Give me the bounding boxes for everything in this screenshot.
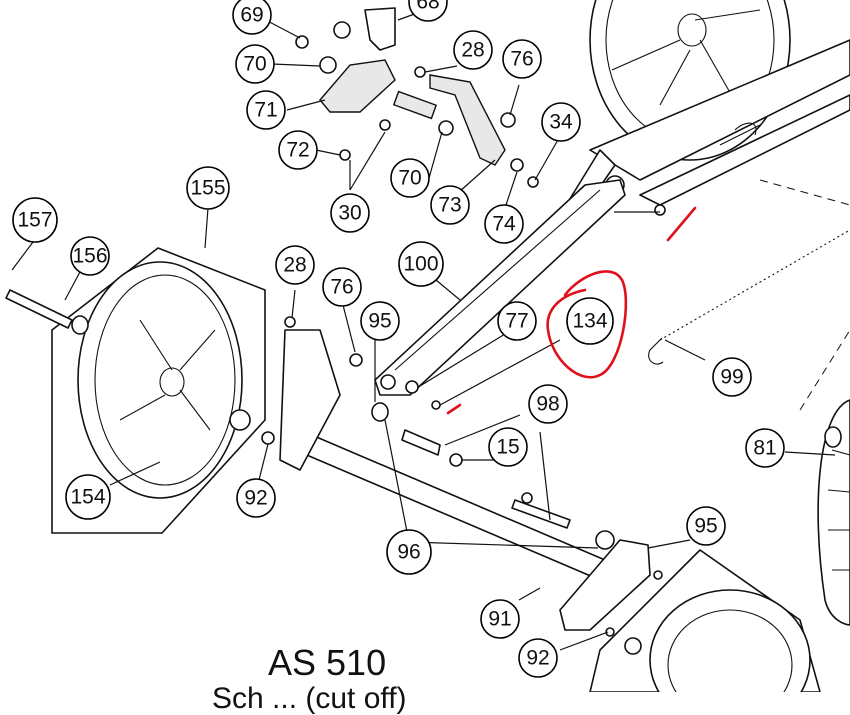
callout-155: 155: [186, 166, 230, 210]
callout-label: 69: [240, 4, 263, 27]
callout-label: 155: [190, 177, 225, 200]
callout-label: 95: [694, 515, 717, 538]
model-title: AS 510: [268, 642, 387, 683]
highlight-annotation: [446, 206, 697, 415]
callout-label: 76: [330, 276, 353, 299]
callout-label: 30: [338, 202, 361, 225]
callout-92: 92: [518, 638, 558, 678]
callout-91: 91: [480, 599, 520, 639]
callout-134: 134: [566, 297, 614, 345]
callout-label: 28: [461, 39, 484, 62]
callout-label: 95: [368, 310, 391, 333]
callout-label: 91: [488, 608, 511, 631]
callout-label: 28: [283, 254, 306, 277]
exploded-parts-diagram: 69 68 70 28 76 71 72 34 70 30 73 74 155 157 156 100 28 76…: [5, 0, 850, 692]
front-wheel-left: [5, 247, 266, 534]
callout-15: 15: [488, 427, 528, 467]
callout-label: 70: [243, 53, 266, 76]
callout-81: 81: [745, 428, 785, 468]
lever-100: [374, 179, 626, 396]
callout-label: 154: [70, 486, 105, 509]
model-subtitle: Sch ... (cut off): [212, 682, 407, 715]
rear-wheel-bottom-right: [589, 549, 821, 692]
callout-label: 76: [510, 48, 533, 71]
callout-100: 100: [398, 241, 444, 287]
callout-label: 157: [17, 209, 52, 232]
callout-label: 92: [244, 487, 267, 510]
callout-label: 98: [536, 393, 559, 416]
callout-99: 99: [712, 357, 752, 397]
callout-74: 74: [484, 204, 524, 244]
callout-label: 74: [492, 213, 516, 236]
callout-label: 15: [496, 436, 519, 459]
callout-label: 71: [254, 99, 277, 122]
callout-72: 72: [278, 130, 318, 170]
callout-73: 73: [430, 185, 470, 225]
callout-70: 70: [235, 44, 275, 84]
callout-95: 95: [360, 301, 400, 341]
callout-157: 157: [12, 197, 58, 243]
tire-81: [817, 399, 850, 626]
part-callouts: 69 68 70 28 76 71 72 34 70 30 73 74 155 157 156 100 28 76…: [12, 0, 785, 678]
callout-34: 34: [541, 102, 581, 142]
callout-96: 96: [386, 529, 432, 575]
callout-label: 34: [549, 111, 573, 134]
callout-69: 69: [232, 0, 272, 35]
callout-label: 81: [753, 437, 776, 460]
callout-76: 76: [322, 267, 362, 307]
callout-76: 76: [502, 39, 542, 79]
callout-68: 68: [408, 0, 448, 22]
callout-label: 92: [526, 647, 549, 670]
callout-label: 73: [438, 194, 461, 217]
spring-99: [648, 229, 850, 365]
callout-label: 70: [398, 167, 421, 190]
callout-71: 71: [246, 90, 286, 130]
callout-label: 72: [286, 139, 309, 162]
callout-154: 154: [65, 474, 111, 520]
callout-label: 99: [720, 366, 743, 389]
callout-label: 134: [572, 310, 607, 333]
callout-77: 77: [497, 301, 537, 341]
callout-28: 28: [275, 245, 315, 285]
callout-95: 95: [686, 506, 726, 546]
callout-label: 156: [72, 245, 107, 268]
callout-label: 77: [505, 310, 528, 333]
callout-label: 68: [416, 0, 439, 14]
axle-91: [261, 316, 663, 637]
callout-98: 98: [528, 384, 568, 424]
callout-30: 30: [330, 193, 370, 233]
callout-92: 92: [236, 478, 276, 518]
callout-28: 28: [453, 30, 493, 70]
callout-label: 96: [397, 541, 420, 564]
callout-70: 70: [390, 158, 430, 198]
callout-label: 100: [403, 253, 438, 276]
upper-bracket-assembly: [295, 7, 666, 216]
leader-lines: [11, 11, 836, 651]
callout-156: 156: [70, 236, 110, 276]
